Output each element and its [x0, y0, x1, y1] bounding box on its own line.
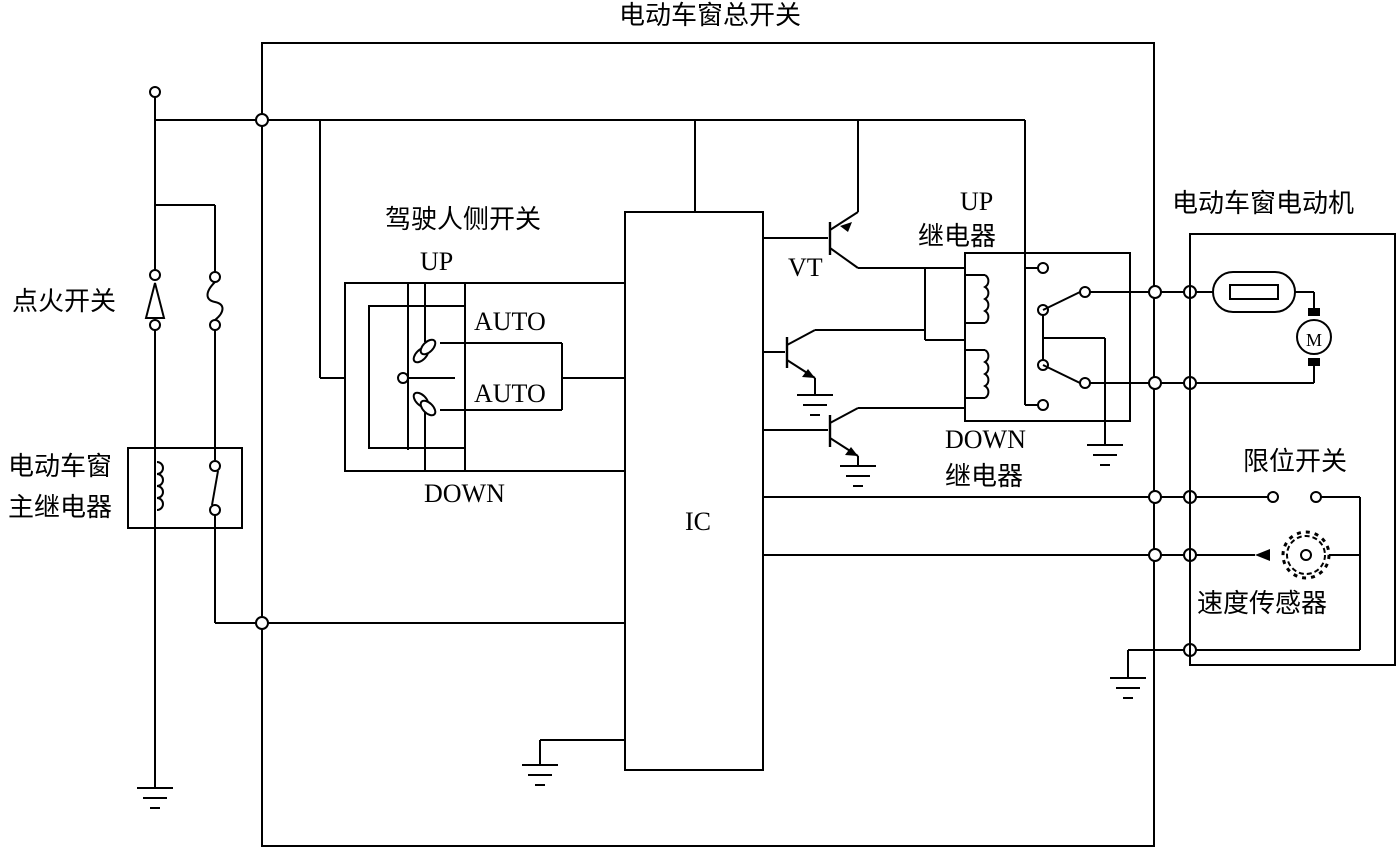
power-supply-wiring — [149, 86, 1025, 272]
driver-switch-label: 驾驶人侧开关 — [385, 205, 541, 235]
up-label: UP — [420, 247, 453, 276]
up-relay-label-line1: UP — [960, 187, 993, 216]
main-relay-label-line2: 主继电器 — [8, 493, 112, 523]
master-switch-box — [261, 42, 1155, 847]
junction-dot — [255, 113, 269, 127]
motor-symbol: M — [1306, 330, 1322, 350]
battery-terminal — [149, 86, 161, 98]
ground-symbol-ic — [522, 739, 625, 786]
vt-label: VT — [788, 253, 823, 282]
down-relay-label-line1: DOWN — [945, 425, 1026, 454]
transistor-q2 — [763, 329, 925, 416]
speed-sensor-label: 速度传感器 — [1197, 589, 1327, 619]
auto-up-label: AUTO — [474, 307, 546, 336]
main-relay-label-line1: 电动车窗 — [8, 452, 112, 482]
main-relay-symbol — [127, 447, 625, 624]
transistor-vt — [763, 120, 925, 269]
down-relay-label-line2: 继电器 — [945, 462, 1023, 492]
down-label: DOWN — [424, 479, 505, 508]
limit-switch-symbol — [1267, 491, 1322, 503]
fuse-symbol — [206, 271, 224, 460]
limit-switch-label: 限位开关 — [1243, 447, 1347, 477]
ground-symbol-left — [137, 787, 173, 809]
ic-block — [624, 211, 764, 771]
auto-down-label: AUTO — [474, 379, 546, 408]
transistor-q3 — [763, 407, 965, 487]
ground-symbol-right — [1110, 649, 1190, 699]
up-relay-label-line2: 继电器 — [918, 222, 996, 252]
speed-sensor-symbol — [1255, 530, 1360, 580]
relay-box — [924, 120, 1190, 466]
motor-title: 电动车窗电动机 — [1172, 189, 1354, 219]
right-junction-dots — [1148, 285, 1197, 657]
driver-switch-symbol — [319, 120, 625, 472]
motor-circle — [1296, 319, 1332, 355]
ignition-switch-label: 点火开关 — [12, 287, 116, 317]
master-switch-title: 电动车窗总开关 — [619, 1, 801, 31]
motor-assembly — [1189, 233, 1396, 666]
ic-label: IC — [685, 507, 711, 536]
junction-dot — [255, 616, 269, 630]
ignition-switch-symbol — [144, 269, 166, 788]
